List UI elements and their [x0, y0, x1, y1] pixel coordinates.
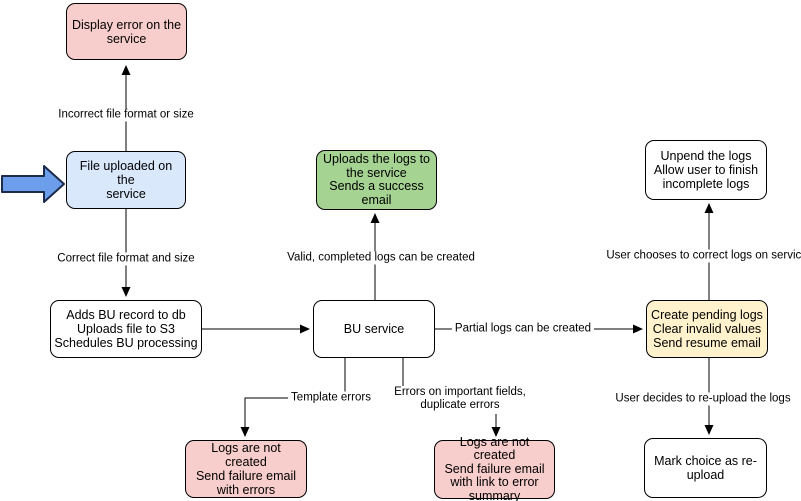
edge-label-decide-reupload: User decides to re-upload the logs: [612, 392, 794, 406]
node-adds-bu-record: Adds BU record to db Uploads file to S3 …: [50, 300, 202, 358]
node-unpend-logs: Unpend the logs Allow user to finish inc…: [645, 140, 767, 200]
node-display-error: Display error on the service: [66, 3, 187, 60]
edge-label-partial-logs: Partial logs can be created: [451, 322, 595, 336]
node-logs-not-created-template: Logs are not created Send failure email …: [185, 440, 307, 498]
entry-arrow-icon: [1, 165, 65, 203]
edge-label-choose-correct: User chooses to correct logs on service: [603, 249, 801, 263]
edge-label-incorrect-format: Incorrect file format or size: [55, 108, 197, 122]
node-mark-reupload: Mark choice as re- upload: [644, 438, 767, 498]
edge-label-template-errors: Template errors: [288, 391, 374, 405]
node-uploads-logs-success: Uploads the logs to the service Sends a …: [316, 150, 437, 210]
node-logs-not-created-fields: Logs are not created Send failure email …: [434, 435, 555, 501]
node-create-pending-logs: Create pending logs Clear invalid values…: [646, 300, 768, 358]
edge-label-correct-format: Correct file format and size: [54, 252, 198, 266]
node-bu-service: BU service: [313, 300, 435, 358]
edge-label-field-errors: Errors on important fields, duplicate er…: [391, 386, 529, 412]
edge-label-valid-logs: Valid, completed logs can be created: [284, 251, 478, 265]
node-file-uploaded: File uploaded on the service: [66, 151, 186, 209]
